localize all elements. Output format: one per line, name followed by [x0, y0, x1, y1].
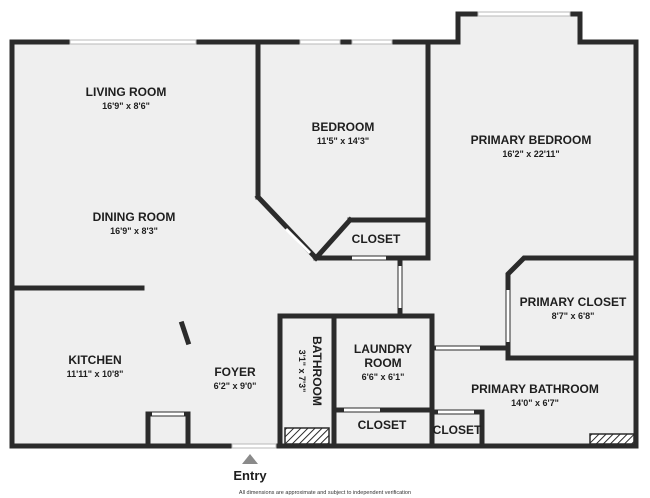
bedroom-closet-label: CLOSET	[352, 232, 401, 246]
windows	[69, 11, 571, 449]
bedroom-window-left	[299, 39, 341, 45]
primary-closet-label: PRIMARY CLOSET	[520, 295, 627, 309]
laundry-room-label-line1: LAUNDRY	[354, 342, 412, 356]
dining-room-label: DINING ROOM	[93, 210, 176, 224]
foyer-dims: 6'2" x 9'0"	[214, 381, 257, 391]
doorways	[152, 227, 510, 416]
walls	[9, 11, 639, 449]
entry-arrow-icon	[242, 454, 258, 464]
bathroom-label: BATHROOM	[310, 336, 324, 406]
primary-bedroom-window	[477, 11, 571, 17]
living-room-window	[69, 39, 197, 45]
dining-room-dims: 16'9" x 8'3"	[110, 226, 158, 236]
bedroom-dims: 11'5" x 14'3"	[317, 136, 369, 146]
entry-label: Entry	[233, 468, 267, 483]
primary-bath-vanity	[589, 433, 635, 445]
laundry-room-label-line2: ROOM	[364, 356, 401, 370]
primary-closet-dims: 8'7" x 6'8"	[552, 311, 595, 321]
laundry-room-dims: 6'6" x 6'1"	[362, 372, 405, 382]
bath-closet-label: CLOSET	[433, 423, 482, 437]
kitchen-dims: 11'11" x 10'8"	[67, 369, 124, 379]
kitchen-label: KITCHEN	[68, 353, 121, 367]
primary-bathroom-label: PRIMARY BATHROOM	[471, 382, 599, 396]
living-room-dims: 16'9" x 8'6"	[102, 101, 150, 111]
bathroom-dims: 3'1" x 7'3"	[297, 350, 307, 393]
living-room-label: LIVING ROOM	[86, 85, 167, 99]
primary-bedroom-label: PRIMARY BEDROOM	[471, 133, 592, 147]
foyer-label: FOYER	[214, 365, 256, 379]
laundry-closet-label: CLOSET	[358, 418, 407, 432]
bedroom-label: BEDROOM	[312, 120, 375, 134]
bedroom-window-right	[351, 39, 393, 45]
footnote: All dimensions are approximate and subje…	[239, 490, 411, 496]
primary-bathroom-dims: 14'0" x 6'7"	[511, 398, 559, 408]
bathroom-vanity	[284, 427, 330, 445]
floor-area	[12, 14, 636, 446]
primary-bedroom-dims: 16'2" x 22'11"	[502, 149, 559, 159]
entry-door-gap	[231, 443, 277, 449]
